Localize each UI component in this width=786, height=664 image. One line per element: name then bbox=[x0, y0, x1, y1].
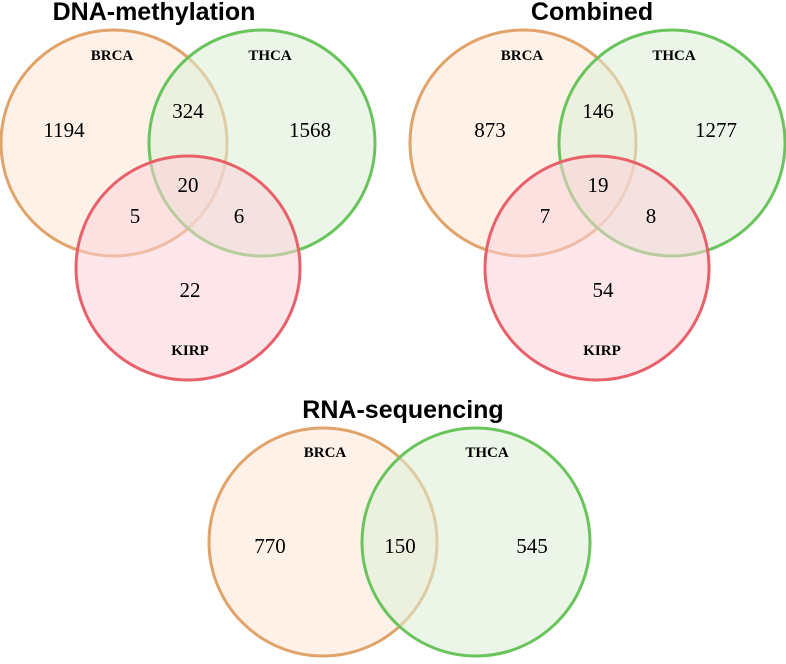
region-count-brca-thca: 324 bbox=[172, 99, 204, 123]
region-count-kirp-only: 54 bbox=[593, 278, 615, 302]
panel-title: DNA-methylation bbox=[53, 0, 256, 26]
set-circle-kirp bbox=[483, 154, 711, 382]
set-label-thca: THCA bbox=[652, 48, 696, 64]
set-label-thca: THCA bbox=[465, 445, 509, 461]
region-count-all: 19 bbox=[588, 173, 609, 197]
set-label-brca: BRCA bbox=[501, 48, 544, 64]
set-label-kirp: KIRP bbox=[583, 343, 621, 359]
set-circle-kirp bbox=[74, 154, 302, 382]
venn-panel-dna-methylation: DNA-methylation BRCA THCA KIRP 1194 1568… bbox=[0, 0, 377, 382]
region-count-brca-thca: 146 bbox=[582, 99, 614, 123]
region-count-thca-kirp: 8 bbox=[646, 204, 657, 228]
region-count-thca-only: 1568 bbox=[289, 118, 331, 142]
set-label-thca: THCA bbox=[248, 48, 292, 64]
region-count-brca-kirp: 7 bbox=[540, 204, 551, 228]
set-circle-thca bbox=[360, 426, 592, 658]
set-label-kirp: KIRP bbox=[171, 343, 209, 359]
region-count-thca-only: 545 bbox=[516, 534, 548, 558]
region-count-brca-only: 1194 bbox=[43, 118, 85, 142]
venn-panel-rna-sequencing: RNA-sequencing BRCA THCA 770 545 150 bbox=[207, 396, 592, 658]
panel-title: RNA-sequencing bbox=[302, 396, 503, 424]
region-count-thca-kirp: 6 bbox=[234, 204, 245, 228]
region-count-kirp-only: 22 bbox=[180, 278, 201, 302]
region-count-brca-kirp: 5 bbox=[130, 204, 141, 228]
region-count-all: 20 bbox=[178, 173, 199, 197]
region-count-brca-thca: 150 bbox=[384, 534, 416, 558]
set-label-brca: BRCA bbox=[304, 445, 347, 461]
region-count-brca-only: 770 bbox=[254, 534, 286, 558]
region-count-thca-only: 1277 bbox=[695, 118, 737, 142]
venn-panel-combined: Combined BRCA THCA KIRP 873 1277 54 146 … bbox=[408, 0, 786, 382]
set-label-brca: BRCA bbox=[91, 48, 134, 64]
region-count-brca-only: 873 bbox=[474, 118, 506, 142]
panel-title: Combined bbox=[531, 0, 653, 26]
